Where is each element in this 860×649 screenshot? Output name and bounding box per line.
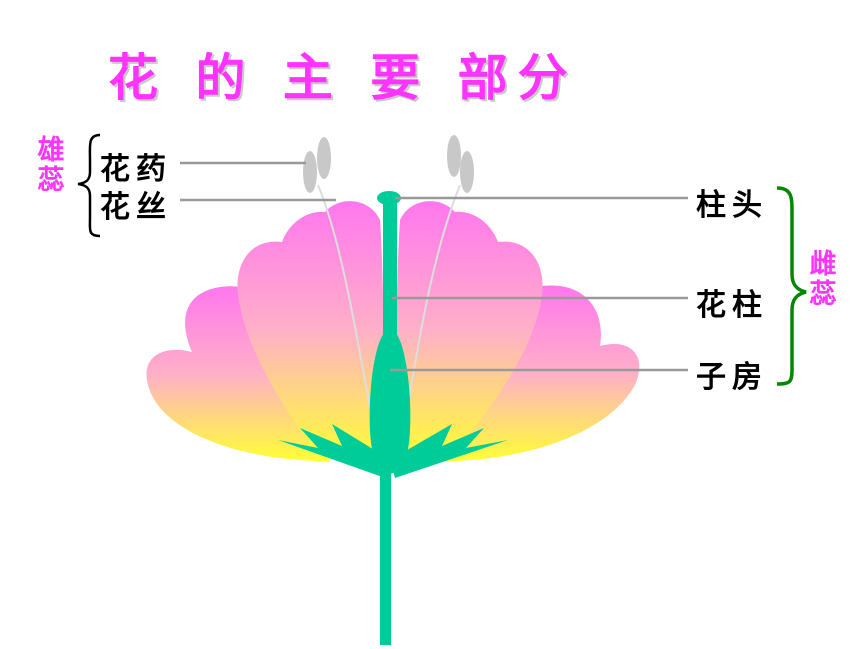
anther-right-1 — [447, 135, 461, 177]
label-stigma: 柱头 — [696, 188, 768, 223]
stamen-group-label: 雄蕊 — [37, 135, 65, 196]
label-ovary: 子房 — [696, 360, 768, 395]
petal-left-inner — [237, 201, 384, 461]
stem — [380, 470, 391, 645]
pistil-brace — [776, 186, 807, 386]
sepal-left — [278, 424, 390, 478]
label-style: 花柱 — [696, 288, 768, 323]
anther-left-2 — [317, 137, 331, 179]
page-title: 花 的 主 要 部分 — [108, 49, 578, 107]
pistil-group-label: 雌蕊 — [809, 249, 837, 310]
style-shape — [383, 198, 397, 348]
label-anther: 花药 — [100, 152, 172, 187]
ovary-shape — [369, 328, 411, 474]
stigma-shape — [377, 191, 401, 205]
sepal-right — [390, 424, 508, 478]
label-filament: 花丝 — [100, 190, 172, 225]
anther-left-1 — [303, 151, 317, 193]
stamen-brace — [77, 133, 101, 238]
petal-right-inner — [396, 201, 543, 461]
anther-right-2 — [460, 151, 474, 193]
